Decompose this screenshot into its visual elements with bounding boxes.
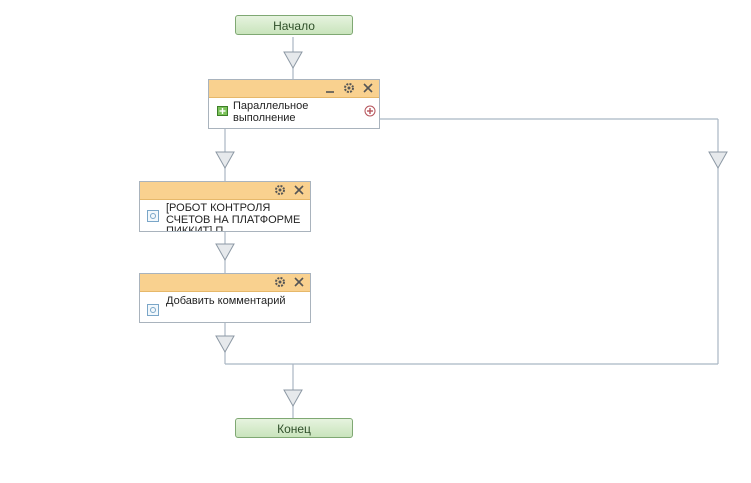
comment-block[interactable]: Добавить комментарий [139,273,311,323]
arrow-after-comment [215,335,235,354]
parallel-block-header [209,80,379,98]
arrow-to-end [283,389,303,408]
robot-block-label: [РОБОТ КОНТРОЛЯ СЧЕТОВ НА ПЛАТФОРМЕ ПИКК… [166,202,301,232]
gear-icon[interactable] [273,275,287,289]
arrow-to-comment [215,243,235,262]
close-icon[interactable] [292,183,306,197]
parallel-icon [216,105,229,117]
comment-block-header [140,274,310,292]
start-node[interactable]: Начало [235,15,353,35]
parallel-block[interactable]: Параллельное выполнение [208,79,380,129]
parallel-block-label: Параллельное выполнение [233,100,309,124]
robot-block-header [140,182,310,200]
arrow-to-robot [215,151,235,170]
close-icon[interactable] [292,275,306,289]
minimize-icon[interactable] [323,81,337,95]
gear-icon[interactable] [273,183,287,197]
arrow-right-branch [708,151,728,170]
activity-icon [147,210,159,222]
robot-block[interactable]: [РОБОТ КОНТРОЛЯ СЧЕТОВ НА ПЛАТФОРМЕ ПИКК… [139,181,311,232]
gear-icon[interactable] [342,81,356,95]
arrow-start [283,51,303,70]
activity-icon [147,304,159,316]
close-icon[interactable] [361,81,375,95]
plus-circle-icon[interactable] [364,105,376,117]
end-node[interactable]: Конец [235,418,353,438]
comment-block-label: Добавить комментарий [166,295,286,307]
